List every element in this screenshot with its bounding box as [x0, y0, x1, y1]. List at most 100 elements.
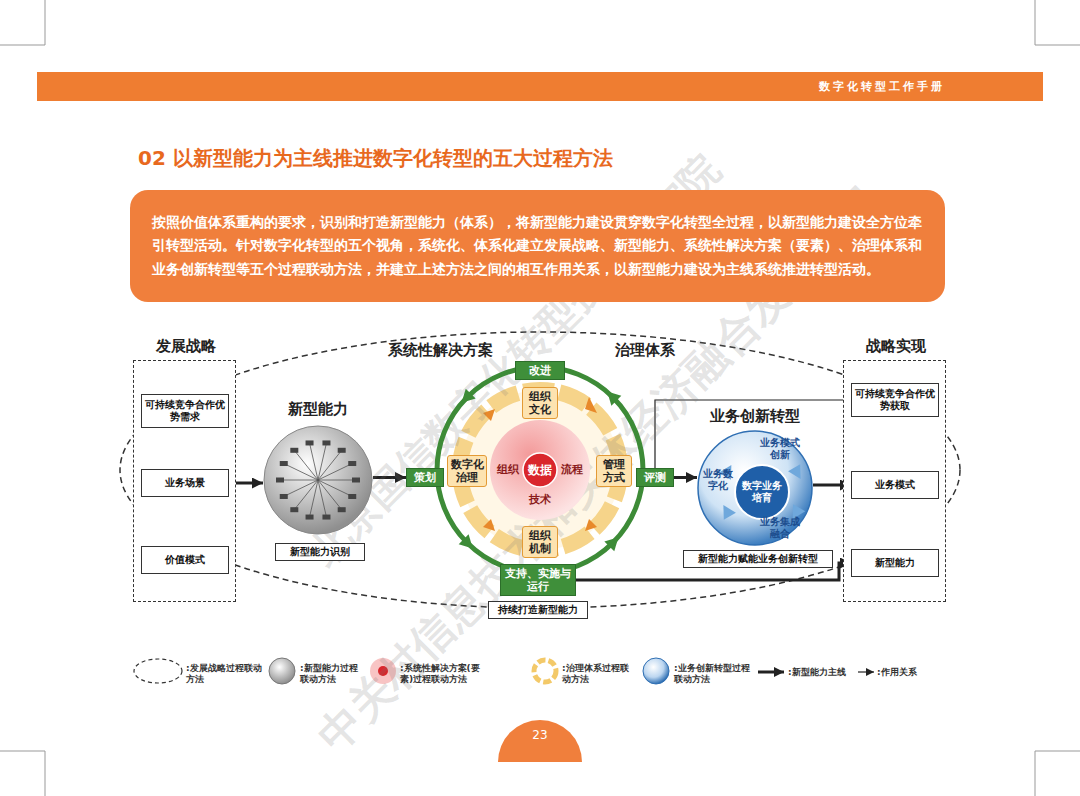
governance-box: 组织机制	[522, 526, 558, 558]
legend-text: :作用关系	[877, 667, 933, 678]
node-text: 按照价值体系重构的要求，识别和打造新型能力（体系），将新型能力建设贯穿数字化转型…	[152, 211, 923, 280]
legend-text: :新型能力过程联动方法	[300, 663, 366, 685]
burst-mark	[322, 440, 330, 445]
page-title: 02 以新型能力为主线推进数字化转型的五大过程方法	[138, 145, 613, 172]
burst-mark	[290, 448, 298, 453]
intro-panel: 按照价值体系重构的要求，识别和打造新型能力（体系），将新型能力建设贯穿数字化转型…	[130, 190, 945, 302]
burst-mark	[290, 507, 298, 512]
element-disc	[490, 420, 590, 520]
stage-tab: 支持、实施与运行	[500, 564, 576, 596]
caption-box: 新型能力识别	[275, 543, 365, 561]
strategy-panel: 发展战略可持续竞争合作优势需求业务场景价值模式	[133, 360, 236, 602]
stage-tab: 评测	[636, 468, 674, 487]
node-text: 业务场景	[165, 477, 205, 489]
flow-arrow	[462, 389, 476, 403]
process-box: 可持续竞争合作优势获取	[851, 383, 939, 417]
burst-line	[318, 480, 356, 481]
node-outline	[263, 425, 373, 535]
burst-line	[280, 480, 318, 481]
node-text: 支持、实施与运行	[503, 567, 573, 593]
pdca-ring	[437, 367, 643, 573]
burst-mark	[306, 515, 314, 520]
node-text: 持续打造新型能力	[498, 604, 578, 616]
node-text: 数据	[528, 463, 552, 477]
solution-circle: 系统性解决方案治理体系改进策划评测支持、实施与运行组织文化数字化治理管理方式组织…	[433, 363, 647, 577]
sphere	[698, 431, 812, 545]
process-box: 业务场景	[141, 469, 229, 497]
node-text: 业务模式	[875, 479, 915, 491]
node-text: 管理方式	[599, 458, 629, 484]
legend-samples	[134, 658, 874, 684]
governance-box: 数字化治理	[447, 455, 487, 487]
node-text: 组织文化	[525, 390, 555, 416]
burst-mark	[306, 440, 314, 445]
burst-line	[318, 464, 352, 480]
header-bar	[37, 72, 1043, 101]
node-text: 系统性解决方案	[378, 341, 502, 359]
node-text: 评测	[644, 471, 666, 484]
node-text: 战略实现	[839, 337, 952, 355]
node-text: 数字化治理	[450, 458, 484, 484]
caption-box: 新型能力赋能业务创新转型	[683, 550, 833, 568]
burst-mark	[352, 478, 360, 483]
flow-arrow	[788, 464, 801, 479]
governance-box: 组织文化	[522, 387, 558, 419]
burst-line	[284, 480, 318, 496]
legend-text: :业务创新转型过程联动方法	[674, 663, 754, 685]
node-text: 改进	[529, 364, 551, 377]
node-text: 新型能力	[268, 400, 368, 418]
node-text: 业务集成融合	[758, 516, 802, 540]
burst-mark	[348, 461, 356, 466]
burst-mark	[280, 494, 288, 499]
process-box: 可持续竞争合作优势需求	[141, 394, 229, 428]
node-text: 流程	[558, 463, 586, 476]
legend-text: :系统性解决方案(要素)过程联动方法	[400, 663, 488, 685]
node-text: 技术	[526, 493, 554, 506]
stage-tab: 策划	[406, 468, 444, 487]
node-text: 新型能力识别	[290, 546, 350, 558]
flow-arrow	[604, 537, 618, 551]
capability-sphere: 新型能力	[263, 425, 373, 535]
node-text: 业务模式创新	[758, 437, 802, 461]
legend-text: :发展战略过程联动方法	[186, 663, 262, 685]
core-disc	[735, 465, 789, 519]
node-text: 组织	[494, 463, 522, 476]
node-text: 新型能力	[875, 557, 915, 569]
burst-line	[318, 480, 352, 496]
node-text: 业务数字化	[700, 468, 736, 492]
burst-line	[284, 464, 318, 480]
node-text: 发展战略	[129, 337, 242, 355]
innovation-sphere: 业务创新转型业务模式创新业务数字化数字业务培育业务集成融合	[697, 430, 813, 546]
element-circle: 组织 流程技术 数据	[490, 420, 590, 520]
page-number: 23	[520, 728, 560, 742]
flow-arrow	[723, 505, 736, 520]
burst-mark	[338, 507, 346, 512]
burst-line	[318, 450, 342, 480]
burst-mark	[338, 448, 346, 453]
flow-arrow	[459, 534, 473, 548]
burst-line	[318, 480, 326, 517]
node-text: 价值模式	[165, 554, 205, 566]
process-box: 新型能力	[851, 549, 939, 577]
process-box: 价值模式	[141, 546, 229, 574]
node-text: 治理体系	[598, 341, 692, 359]
header-text: 数字化转型工作手册	[780, 79, 945, 94]
page-number-badge	[498, 720, 582, 762]
burst-line	[310, 443, 318, 480]
stage-tab: 改进	[515, 361, 565, 380]
strategy-ellipse	[120, 332, 960, 608]
data-disc	[523, 453, 557, 487]
process-box: 业务模式	[851, 471, 939, 499]
data-core: 数据	[523, 453, 557, 487]
governance-box: 管理方式	[596, 455, 632, 487]
node-text: 业务创新转型	[705, 407, 805, 425]
legend-text: :治理体系过程联动方法	[562, 663, 634, 685]
sphere	[264, 426, 372, 534]
legend-text: :新型能力主线	[788, 667, 856, 678]
burst-mark	[348, 494, 356, 499]
node-text: 策划	[414, 471, 436, 484]
caption-box: 持续打造新型能力	[488, 601, 588, 619]
flow-arrow	[607, 392, 621, 406]
